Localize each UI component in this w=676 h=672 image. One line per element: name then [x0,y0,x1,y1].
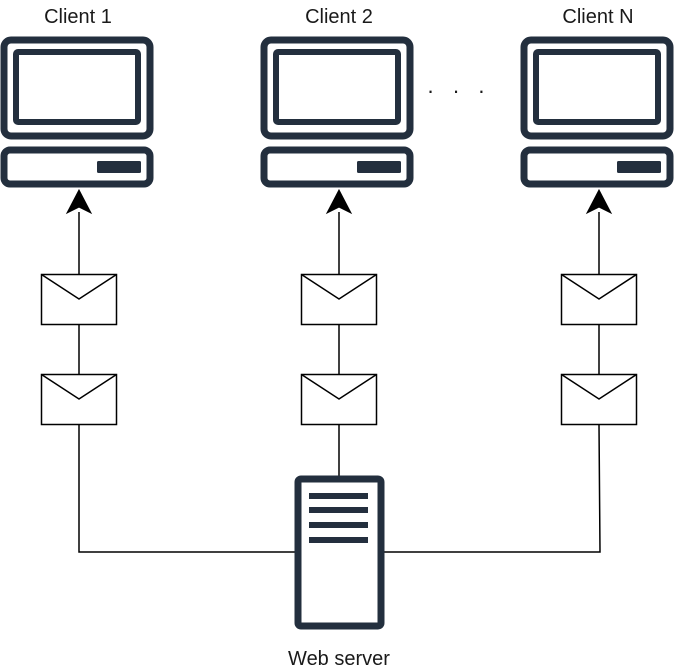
client-n-label: Client N [562,6,633,28]
server-tower-icon [294,475,385,630]
client-2: Client 2 [264,6,410,184]
envelope-icon [560,373,638,426]
connection-lines [78,212,601,553]
envelope-icon [300,273,378,326]
arrowhead-up-icon [65,188,93,215]
client-1: Client 1 [4,6,150,184]
computer-monitor-icon [524,40,670,184]
arrowhead-up-icon [585,188,613,215]
envelope-icon [300,373,378,426]
client-2-label: Client 2 [305,6,373,28]
arrowheads [65,188,613,215]
client-1-label: Client 1 [44,6,112,28]
envelope-icon [560,273,638,326]
server-label: Web server [288,648,390,670]
envelope-icon [40,373,118,426]
link-client-n-to-server [382,424,601,553]
web-server: Web server [288,475,390,670]
arrowhead-up-icon [325,188,353,215]
client-n: Client N [524,6,670,184]
link-client-1-to-server [78,425,296,553]
envelope-icon [40,273,118,326]
computer-monitor-icon [4,40,150,184]
computer-monitor-icon [264,40,410,184]
more-clients-ellipsis: · · · [427,78,491,103]
